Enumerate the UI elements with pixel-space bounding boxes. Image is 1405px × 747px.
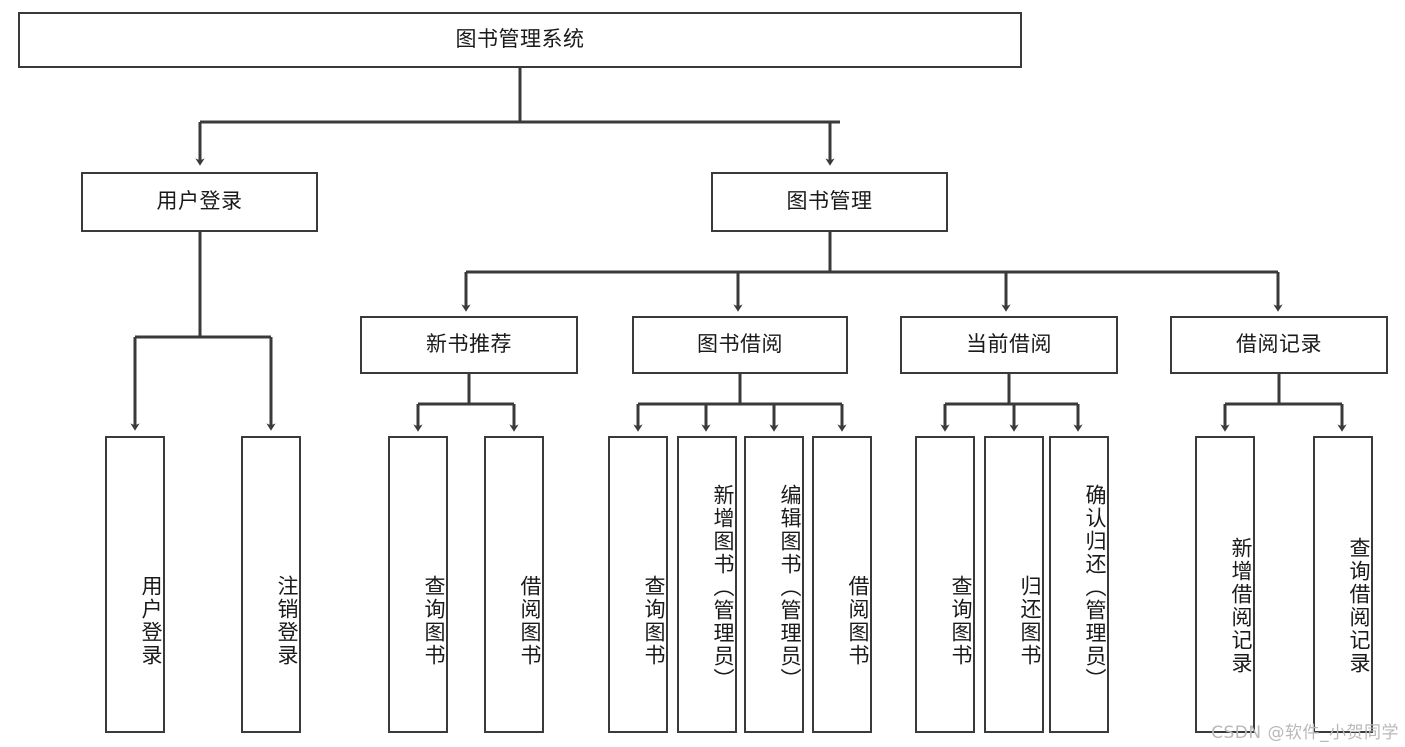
- node-label: 查询图书: [422, 574, 446, 667]
- node-label: 编辑图书（管理员）: [778, 484, 802, 691]
- node-book-management[interactable]: 图书管理: [711, 172, 948, 232]
- leaf-borrow-record-add-record[interactable]: 新增借阅记录: [1195, 436, 1255, 733]
- leaf-current-borrow-return-books[interactable]: 归还图书: [984, 436, 1044, 733]
- leaf-user-login-logout[interactable]: 注销登录: [241, 436, 301, 733]
- node-root-book-management-system[interactable]: 图书管理系统: [18, 12, 1022, 68]
- node-user-login[interactable]: 用户登录: [81, 172, 318, 232]
- node-label: 当前借阅: [966, 332, 1052, 357]
- node-label: 查询图书: [949, 574, 973, 667]
- node-label: 借阅图书: [518, 574, 542, 667]
- node-label: 用户登录: [139, 574, 163, 667]
- node-label: 用户登录: [156, 189, 243, 214]
- leaf-book-borrow-borrow-books[interactable]: 借阅图书: [812, 436, 872, 733]
- node-label: 新增借阅记录: [1229, 536, 1253, 675]
- leaf-user-login-login[interactable]: 用户登录: [105, 436, 165, 733]
- node-label: 查询图书: [642, 574, 666, 667]
- node-label: 归还图书: [1018, 574, 1042, 667]
- leaf-book-borrow-add-book-admin[interactable]: 新增图书（管理员）: [677, 436, 737, 733]
- node-new-book-recommend[interactable]: 新书推荐: [360, 316, 578, 374]
- leaf-new-book-query-books[interactable]: 查询图书: [388, 436, 448, 733]
- node-label: 注销登录: [275, 574, 299, 667]
- leaf-borrow-record-query-record[interactable]: 查询借阅记录: [1313, 436, 1373, 733]
- leaf-book-borrow-edit-book-admin[interactable]: 编辑图书（管理员）: [744, 436, 804, 733]
- leaf-current-borrow-confirm-return-admin[interactable]: 确认归还（管理员）: [1049, 436, 1109, 733]
- node-label: 新书推荐: [426, 332, 512, 357]
- node-book-borrow[interactable]: 图书借阅: [632, 316, 848, 374]
- node-label: 图书借阅: [697, 332, 783, 357]
- node-label: 图书管理系统: [455, 27, 585, 52]
- leaf-current-borrow-query-books[interactable]: 查询图书: [915, 436, 975, 733]
- node-borrow-record[interactable]: 借阅记录: [1170, 316, 1388, 374]
- node-label: 图书管理: [786, 189, 873, 214]
- leaf-new-book-borrow-books[interactable]: 借阅图书: [484, 436, 544, 733]
- node-current-borrow[interactable]: 当前借阅: [900, 316, 1118, 374]
- node-label: 借阅图书: [846, 574, 870, 667]
- node-label: 查询借阅记录: [1347, 536, 1371, 675]
- node-label: 确认归还（管理员）: [1083, 484, 1107, 691]
- node-label: 新增图书（管理员）: [711, 484, 735, 691]
- leaf-book-borrow-query-books[interactable]: 查询图书: [608, 436, 668, 733]
- node-label: 借阅记录: [1236, 332, 1322, 357]
